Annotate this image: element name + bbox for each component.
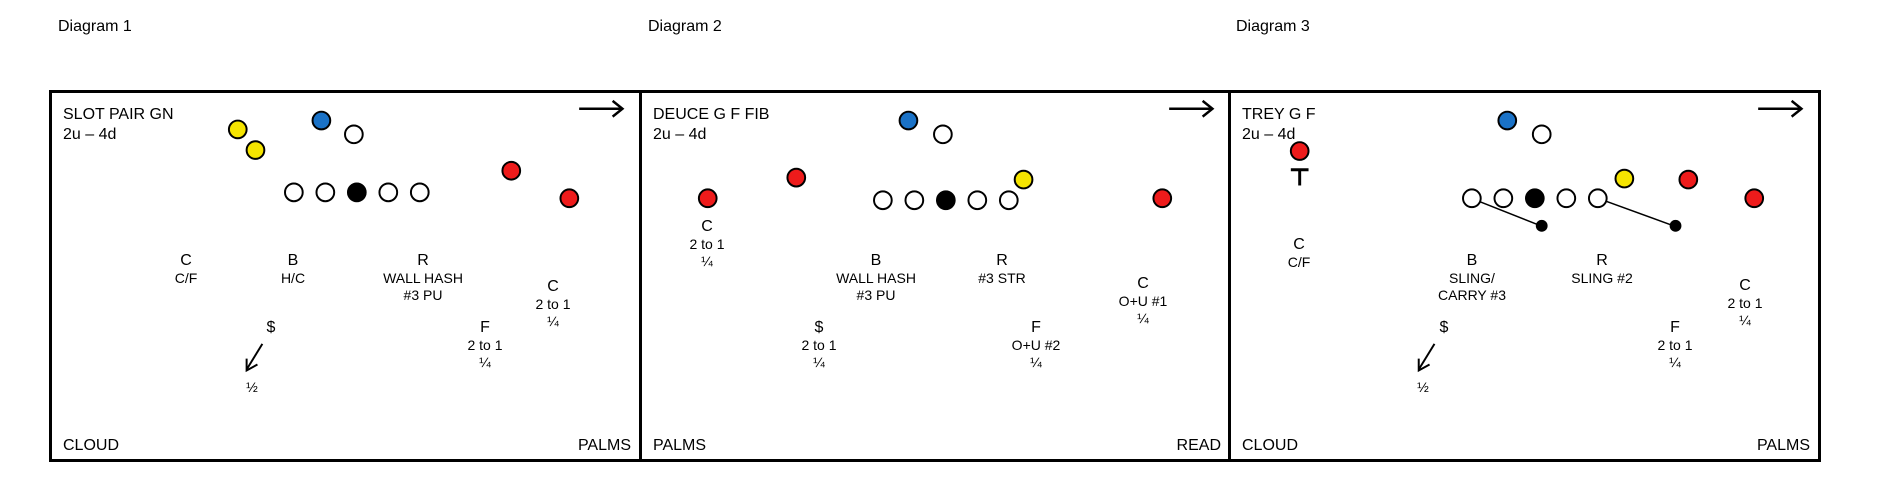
play-name: TREY G F [1242,106,1316,123]
lineman [1462,188,1482,209]
play-subtitle: 2u – 4d [63,126,117,143]
diagram-3-panel: TREY G F 2u – 4d [1228,90,1821,462]
coverage-right: PALMS [1756,437,1810,454]
label-half: ½ [1417,379,1429,395]
player-red [1678,169,1699,190]
label-r: R#3 STR [978,252,1026,286]
play-name: SLOT PAIR GN [63,106,174,123]
player-red [786,167,807,188]
center-ball [935,190,956,211]
diagram-3-formation [1289,99,1804,373]
player-red [1152,188,1173,209]
coverage-left: CLOUD [63,437,120,454]
player-yellow [245,140,266,160]
drop-arrow-icon [1417,343,1436,373]
player-blue [311,110,332,131]
lineman [998,190,1019,211]
lineman [873,190,893,211]
player-yellow [227,119,248,140]
coverage-left: PALMS [653,437,707,454]
lineman [1587,188,1608,209]
diagram-1-formation [227,99,625,373]
diagram-2-title-block: DEUCE G F FIB 2u – 4d [653,105,769,145]
center-ball [346,182,367,203]
player-yellow [1013,169,1034,190]
lineman [378,182,399,203]
diagram-3-caption: Diagram 3 [1236,18,1310,35]
direction-arrow-icon [1758,99,1804,118]
player-red [559,188,580,209]
label-dollar: $ [266,319,276,336]
direction-arrow-icon [579,99,625,118]
player-red [1744,188,1765,209]
lineman [1493,188,1514,209]
player-white [933,124,953,145]
block-t-icon [1290,168,1309,186]
player-red [697,188,718,209]
direction-arrow-icon [1169,99,1215,118]
label-half: ½ [246,379,258,395]
lineman [409,182,430,203]
label-dollar: $ [1439,319,1449,336]
play-subtitle: 2u – 4d [1242,126,1296,143]
player-white [344,124,364,145]
player-blue [1497,110,1518,131]
player-red [501,160,522,181]
coverage-left: CLOUD [1242,437,1299,454]
lineman [1556,188,1577,209]
lineman [904,190,925,211]
player-yellow [1614,168,1635,189]
diagram-3-title-block: TREY G F 2u – 4d [1242,105,1316,145]
play-name: DEUCE G F FIB [653,106,770,123]
diagram-1-title-block: SLOT PAIR GN 2u – 4d [63,105,174,145]
block-lines [1473,198,1674,227]
label-dollar: $2 to 1 ¼ [801,319,837,370]
diagram-2-formation [697,99,1215,211]
block-dots [1535,219,1682,232]
diagram-2-caption: Diagram 2 [648,18,722,35]
coverage-right: READ [1176,437,1221,454]
drop-arrow-icon [245,343,264,373]
player-blue [898,110,919,131]
lineman [967,190,988,211]
coverage-right: PALMS [577,437,631,454]
lineman [315,182,336,203]
lineman [284,182,304,203]
play-subtitle: 2u – 4d [653,126,707,143]
center-ball [1524,188,1545,209]
player-red [1289,141,1310,161]
diagram-1-caption: Diagram 1 [58,18,132,35]
player-white [1531,124,1552,145]
